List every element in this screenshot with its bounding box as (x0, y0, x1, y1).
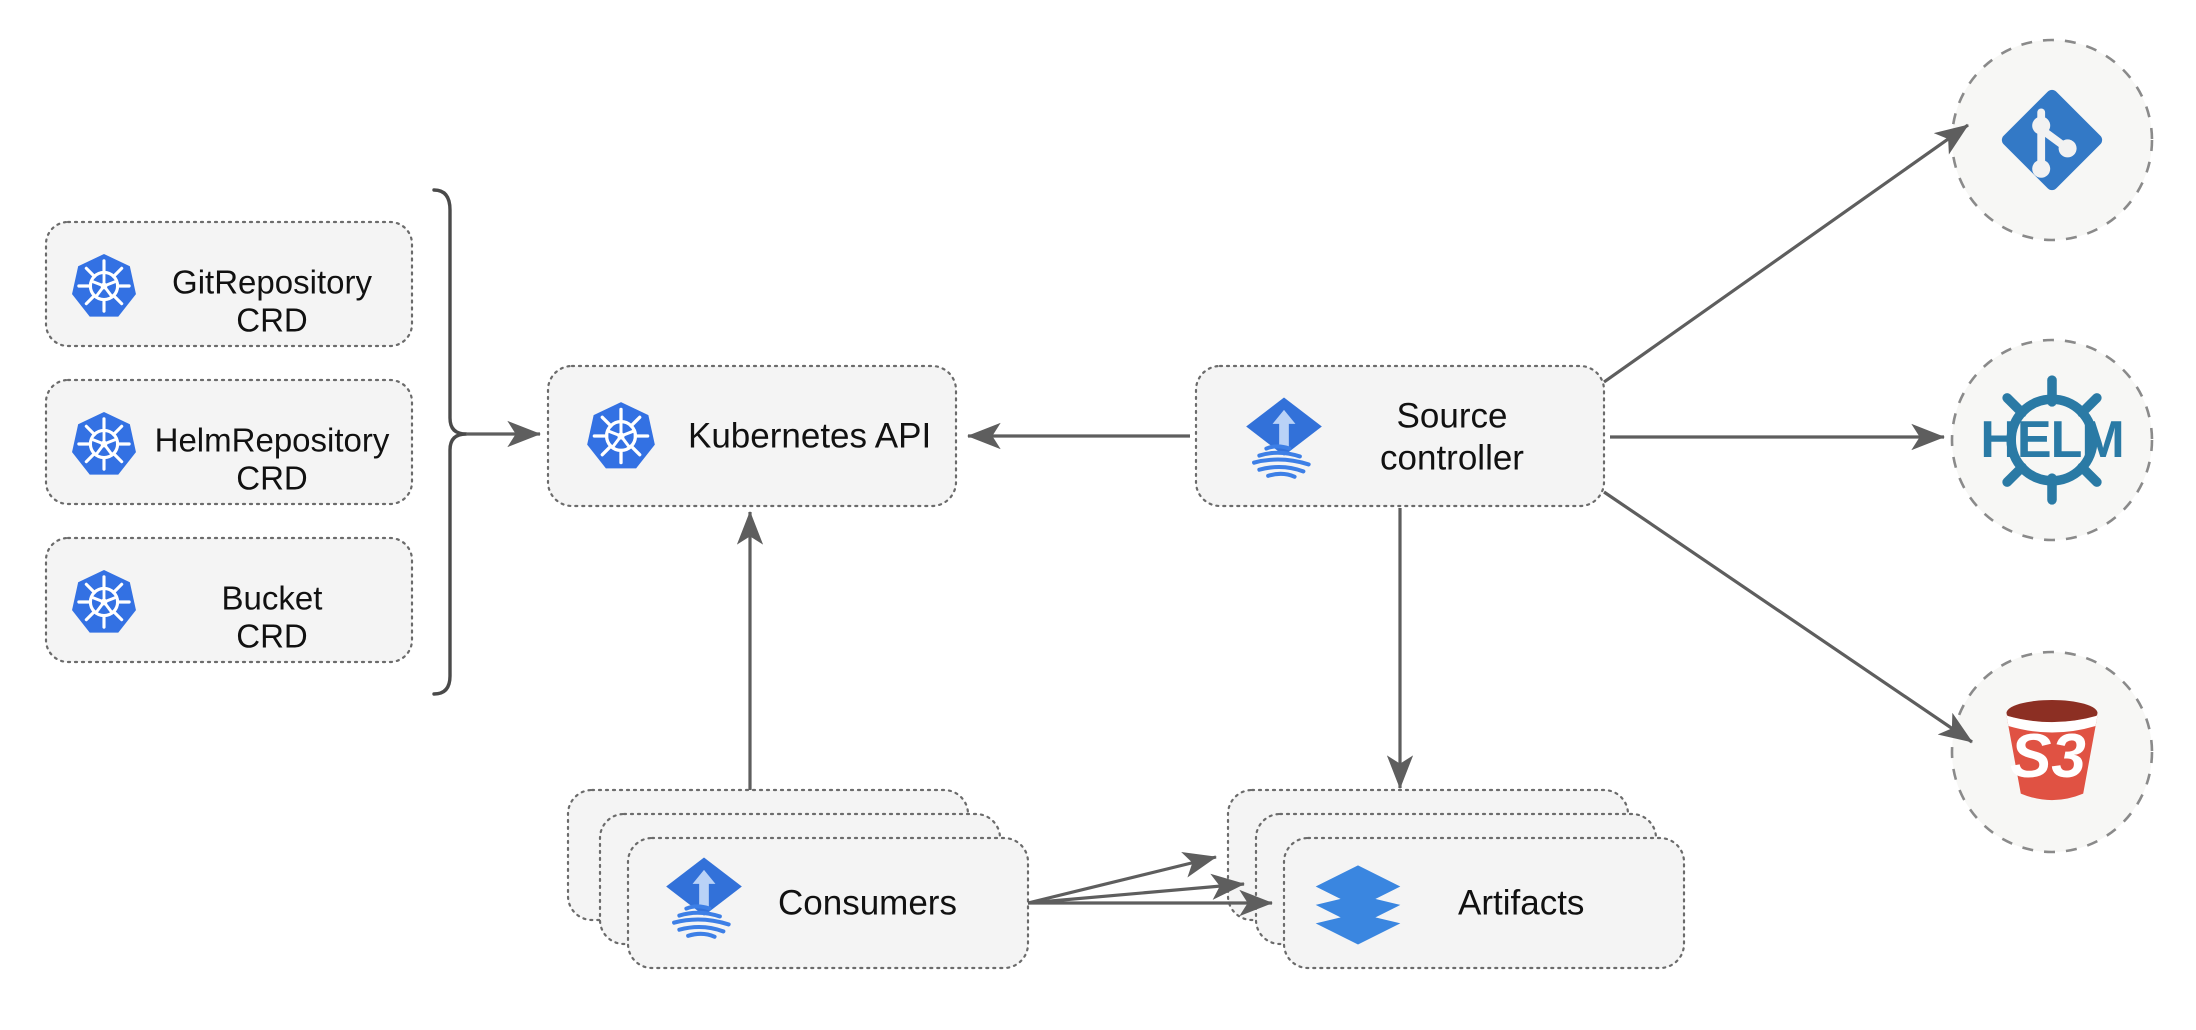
crd-label-line1: GitRepository (172, 264, 372, 301)
crd-card-gitrepository[interactable]: GitRepository CRD (44, 220, 414, 348)
source-circle-s3[interactable]: S3 (1950, 650, 2154, 854)
node-artifacts[interactable]: Artifacts (1226, 788, 1686, 970)
crd-group: GitRepository CRD HelmRepository CRD Buc… (44, 220, 414, 664)
crd-grouping-brace (432, 188, 468, 696)
edge-consumers-to-artifacts-1 (1027, 852, 1217, 905)
crd-label-line2: CRD (236, 460, 308, 497)
node-kubernetes-api[interactable]: Kubernetes API (546, 364, 958, 508)
source-circle-git[interactable] (1950, 38, 2154, 242)
crd-label-line2: CRD (236, 302, 308, 339)
node-label-consumers: Consumers (778, 883, 957, 922)
edge-source-controller-to-git (1603, 123, 1969, 384)
crd-label-line1: Bucket (222, 580, 323, 617)
crd-label-line2: CRD (236, 618, 308, 655)
node-label-source-controller-line2: controller (1380, 438, 1524, 477)
node-consumers[interactable]: Consumers (566, 788, 1030, 970)
crd-card-helmrepository[interactable]: HelmRepository CRD (44, 378, 414, 506)
node-label-source-controller-line1: Source (1397, 396, 1508, 435)
node-label-artifacts: Artifacts (1458, 883, 1584, 922)
edge-source-controller-to-s3 (1603, 490, 1973, 744)
s3-wordmark: S3 (2010, 722, 2086, 791)
edge-consumers-to-artifacts-2 (1027, 873, 1245, 905)
node-label-kubernetes-api: Kubernetes API (688, 416, 931, 455)
node-source-controller[interactable]: Source controller (1194, 364, 1606, 508)
helm-wordmark: HELM (1980, 411, 2123, 469)
crd-card-bucket[interactable]: Bucket CRD (44, 536, 414, 664)
source-circle-helm[interactable]: HELM (1950, 338, 2154, 542)
crd-label-line1: HelmRepository (155, 422, 390, 459)
